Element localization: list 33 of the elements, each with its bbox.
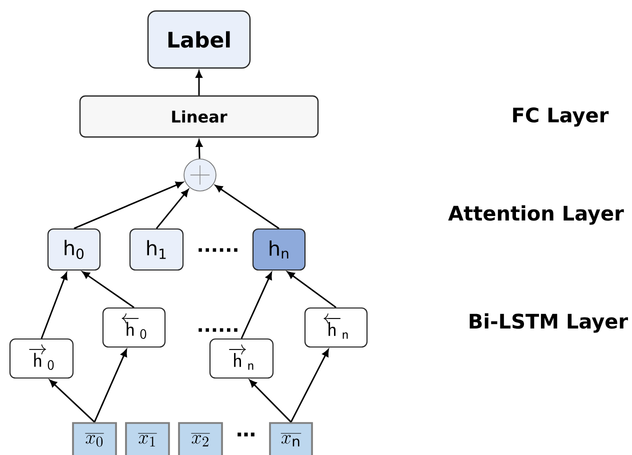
arrow — [287, 271, 336, 308]
layer-label: Attention Layer — [448, 205, 624, 225]
sum-circle — [184, 158, 216, 192]
arrow — [49, 380, 96, 423]
arrow — [94, 349, 127, 422]
ellipsis: ...... — [198, 328, 238, 332]
input-box: $\overline{x_{\mathrm{n}}}$ — [269, 422, 313, 455]
arrow — [290, 349, 329, 422]
arrow — [249, 380, 292, 423]
arrow — [196, 70, 202, 96]
linear-layer-box: Linear — [79, 95, 319, 138]
output-box: Label — [147, 10, 251, 69]
layer-label: Bi-LSTM Layer — [470, 313, 628, 333]
input-box: $\overline{x_{2}}$ — [178, 422, 223, 455]
ellipsis: ⋯ — [238, 432, 254, 436]
layer-label: FC Layer — [513, 107, 609, 127]
lstm-cell-box: $\overrightarrow{\mathsf{h}}_{\mathsf{n}}$ — [209, 338, 274, 379]
arrow — [40, 272, 68, 339]
ellipsis: ...... — [198, 248, 238, 252]
arrow — [82, 271, 134, 308]
arrow — [240, 272, 272, 339]
hidden-state-box: h$_{0}$ — [47, 228, 101, 271]
lstm-cell-box: $\overleftarrow{\mathsf{h}}_{\mathsf{n}}$ — [304, 307, 368, 348]
input-box: $\overline{x_{1}}$ — [125, 422, 170, 455]
lstm-cell-box: $\overleftarrow{\mathsf{h}}_{\mathsf{0}}$ — [102, 307, 166, 348]
arrow — [156, 189, 189, 229]
hidden-state-box: h$_{n}$ — [252, 228, 306, 271]
arrow — [74, 182, 184, 230]
lstm-cell-box: $\overrightarrow{\mathsf{h}}_{\mathsf{0}}$ — [9, 338, 74, 379]
input-box: $\overline{x_{0}}$ — [72, 422, 117, 455]
arrow — [196, 140, 203, 159]
arrow — [215, 184, 280, 230]
hidden-state-box: h$_{1}$ — [129, 228, 184, 271]
